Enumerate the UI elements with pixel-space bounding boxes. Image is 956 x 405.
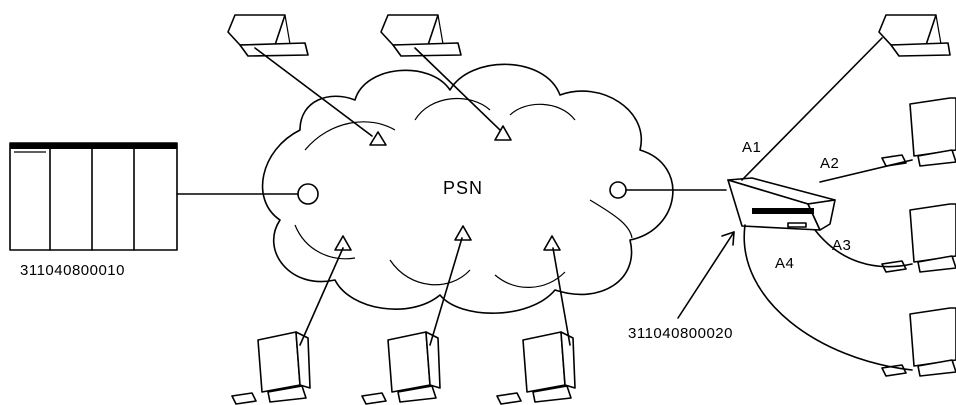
port-label-a3: A3 xyxy=(832,237,851,254)
laptop-terminal-icon xyxy=(228,15,308,56)
laptop-terminal-icon xyxy=(879,15,950,56)
desktop-terminal-icon xyxy=(882,308,956,376)
terminal-link xyxy=(255,48,372,136)
desktop-terminal-icon xyxy=(882,204,956,272)
desktop-terminal-icon xyxy=(497,332,575,404)
host-id-label: 311040800010 xyxy=(20,262,125,279)
desktop-terminal-icon xyxy=(362,332,440,404)
laptop-terminal-icon xyxy=(381,15,461,56)
terminal-link xyxy=(430,238,462,345)
port-link-a4 xyxy=(744,225,912,370)
terminal-link xyxy=(415,48,500,130)
port-label-a2: A2 xyxy=(820,155,839,172)
multiplexer-icon xyxy=(728,178,835,230)
desktop-terminal-icon xyxy=(882,98,956,166)
port-label-a1: A1 xyxy=(742,139,761,156)
terminal-link xyxy=(300,248,343,345)
mux-id-label: 311040800020 xyxy=(628,325,733,342)
host-computer-icon xyxy=(10,143,177,250)
desktop-terminal-icon xyxy=(232,332,310,404)
psn-label: PSN xyxy=(443,178,483,198)
mux-access-circle xyxy=(610,182,626,198)
terminal-link xyxy=(553,248,570,345)
host-access-circle xyxy=(298,184,318,204)
port-label-a4: A4 xyxy=(775,255,794,272)
mux-pointer-arrow xyxy=(678,232,734,318)
port-link-a1 xyxy=(742,38,882,180)
